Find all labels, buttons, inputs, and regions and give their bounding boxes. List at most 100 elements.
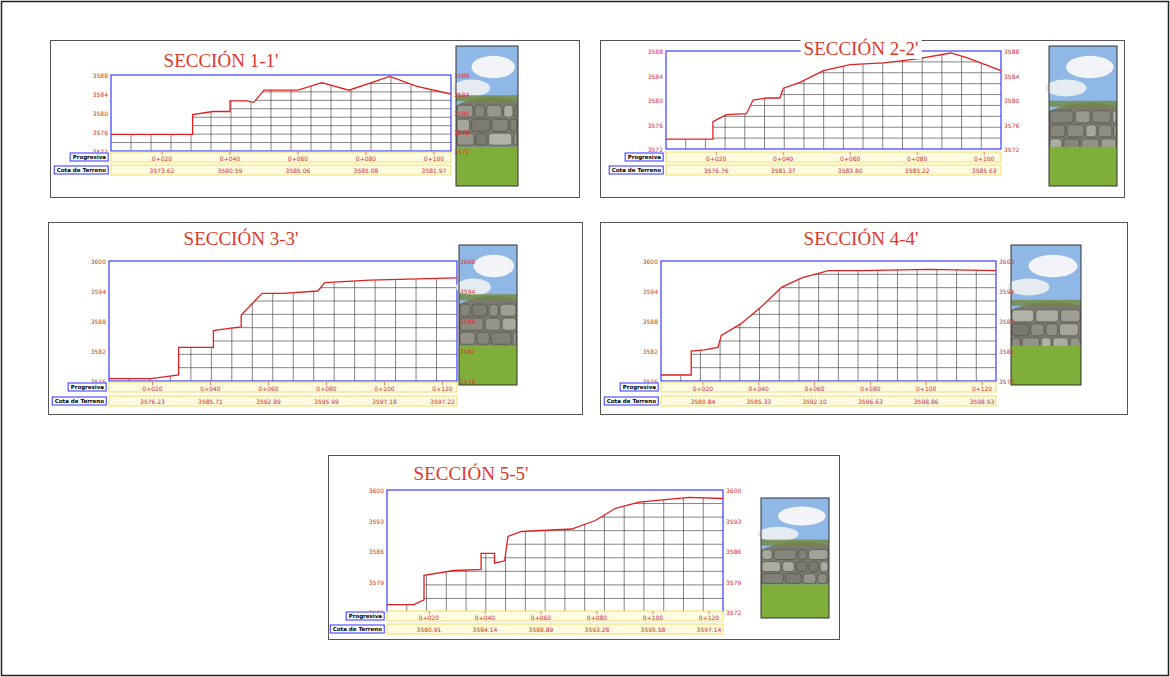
cota-value: 3576.23	[140, 398, 165, 405]
photo-stone	[472, 304, 487, 316]
section-panel: SECCIÓN 3-3'3600359435883582357636003594…	[48, 222, 583, 415]
progresiva-band	[109, 382, 457, 392]
cota-value: 3585.22	[905, 167, 930, 174]
grid-line	[764, 51, 765, 149]
grid-line	[426, 490, 427, 612]
photo-wall	[761, 541, 829, 584]
cota-value: 3580.91	[417, 626, 442, 633]
row-heading: Cota de Terreno	[52, 397, 107, 406]
chart-frame	[109, 261, 457, 381]
row-heading: Cota de Terreno	[604, 397, 659, 406]
grid-line	[387, 517, 723, 518]
grid-line	[584, 490, 585, 612]
progresiva-value: 0+080	[356, 155, 376, 162]
grid-line	[111, 91, 451, 92]
photo-stone	[1050, 125, 1065, 137]
grid-line	[739, 261, 740, 381]
cota-band	[661, 396, 996, 406]
photo-stone	[472, 119, 491, 131]
progresiva-band	[666, 152, 1001, 162]
chart-frame	[661, 261, 996, 381]
grid-line	[252, 261, 253, 381]
axis-value: 3572	[1004, 146, 1019, 153]
photo-wall	[459, 296, 517, 346]
progresiva-value: 0+080	[587, 614, 607, 621]
axis-value: 3582	[999, 348, 1014, 355]
photo-cloud	[1046, 80, 1087, 97]
grid-line	[351, 75, 352, 151]
grid-line	[149, 261, 150, 381]
grid-line	[371, 75, 372, 151]
axis-value: 3584	[1004, 72, 1019, 79]
axis-value: 3580	[1004, 97, 1019, 104]
photo-stone	[762, 574, 783, 584]
row-heading: Cota de Terreno	[609, 166, 664, 175]
axis-value: 3593	[369, 517, 384, 524]
cota-value: 3593.28	[585, 626, 610, 633]
photo-stone	[820, 562, 828, 572]
cota-value: 3573.62	[150, 167, 175, 174]
photo-grass-top	[761, 540, 829, 546]
grid-line	[485, 490, 486, 612]
axis-value: 3600	[460, 258, 475, 265]
progresiva-band	[661, 382, 996, 392]
grid-line	[624, 490, 625, 612]
profile-chart	[51, 41, 581, 199]
photo-border	[761, 498, 829, 618]
grid-line	[545, 490, 546, 612]
grid	[661, 261, 996, 381]
grid-line	[231, 75, 232, 151]
photo-border	[1011, 245, 1081, 385]
photo-sky	[761, 498, 829, 618]
photo-stone	[460, 304, 470, 316]
axis-value: 3600	[369, 487, 384, 494]
axis-value: 3572	[648, 146, 663, 153]
cota-value: 3597.18	[372, 398, 397, 405]
progresiva-value: 0+060	[804, 385, 824, 392]
axis-value: 3580	[93, 110, 108, 117]
progresiva-value: 0+100	[974, 155, 994, 162]
grid-line	[387, 557, 723, 558]
grid-line	[211, 261, 212, 381]
grid-line	[941, 51, 942, 149]
axis-value: 3579	[726, 578, 741, 585]
site-photo	[1046, 46, 1117, 186]
grid	[666, 51, 1001, 149]
cota-value: 3595.58	[641, 626, 666, 633]
photo-stone	[504, 105, 513, 117]
grid-line	[231, 261, 232, 381]
grid-line	[604, 490, 605, 612]
axis-value: 3588	[648, 48, 663, 55]
terrain-profile	[666, 53, 1001, 139]
progresiva-value: 0+060	[840, 155, 860, 162]
section-title: SECCIÓN 2-2'	[801, 39, 922, 59]
terrain-profile	[661, 269, 996, 375]
grid-line	[643, 490, 644, 612]
photo-grass-top	[459, 294, 517, 300]
axis-value: 3593	[726, 517, 741, 524]
grid-line	[661, 301, 996, 302]
progresiva-value: 0+020	[419, 614, 439, 621]
axis-value: 3588	[460, 318, 475, 325]
progresiva-value: 0+060	[258, 385, 278, 392]
grid-line	[917, 261, 918, 381]
axis-value: 3588	[93, 72, 108, 79]
grid-line	[170, 261, 171, 381]
photo-sky	[1011, 245, 1081, 385]
axis-value: 3594	[643, 288, 658, 295]
grid-line	[666, 61, 1001, 62]
row-heading: Progresiva	[70, 153, 109, 162]
cota-value: 3592.89	[256, 398, 281, 405]
progresiva-value: 0+100	[916, 385, 936, 392]
grid-line	[111, 117, 451, 118]
photo-cloud	[474, 255, 515, 277]
progresiva-band	[387, 611, 723, 621]
photo-stone	[514, 133, 517, 145]
axis-value: 3588	[999, 318, 1014, 325]
axis-value: 3576	[93, 129, 108, 136]
axis-value: 3588	[1004, 48, 1019, 55]
grid-line	[858, 261, 859, 381]
site-photo	[456, 245, 517, 385]
photo-grass-top	[1049, 101, 1117, 107]
